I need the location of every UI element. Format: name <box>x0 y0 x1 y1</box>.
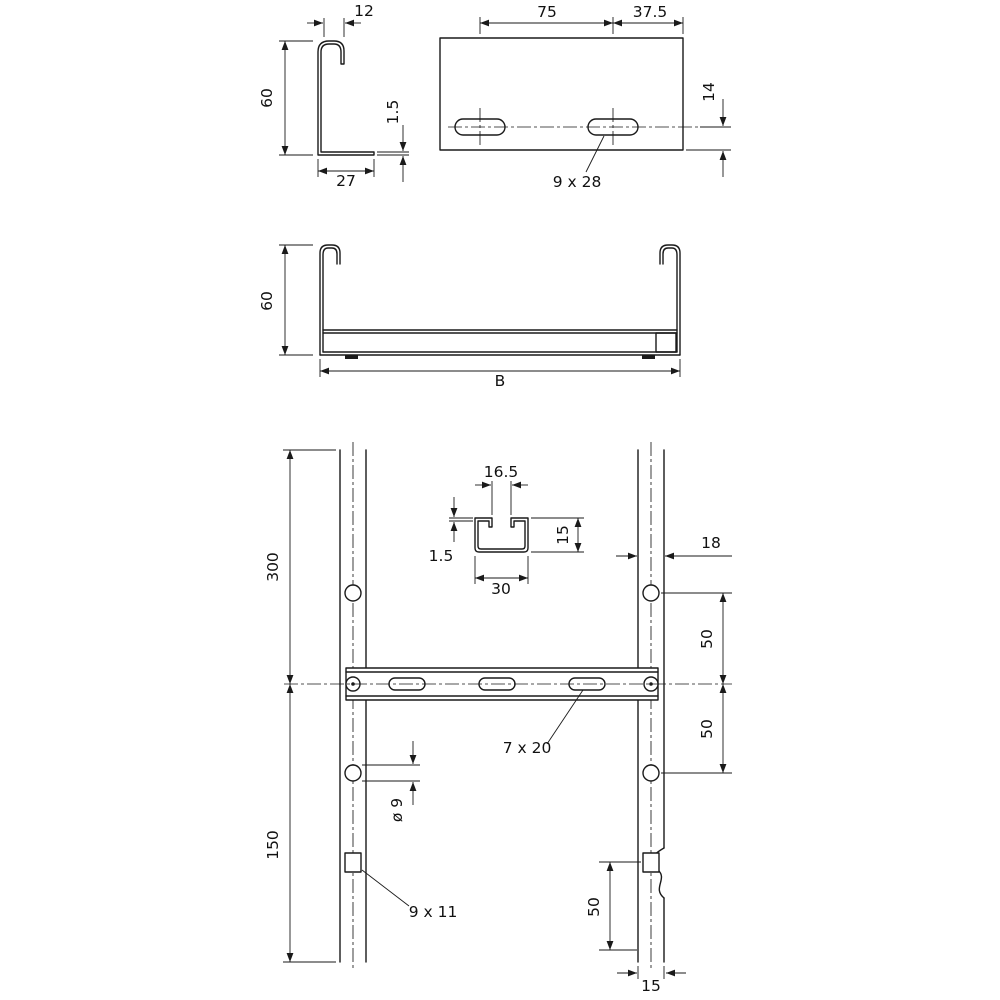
label-rail-slot-size: 9 x 11 <box>361 869 458 921</box>
dim-slot-bottom-offset: 14 <box>686 82 731 177</box>
dim-slot-end-offset: 37.5 <box>613 3 684 34</box>
hole-right-bottom <box>642 764 660 782</box>
dim-rung-opening: 16.5 <box>475 463 528 515</box>
dim-hole-diameter: ø 9 <box>362 741 420 822</box>
dim-label-hook-width: 12 <box>354 2 374 20</box>
figure-cross-section: 60 B <box>258 244 681 390</box>
dim-label-rail-slot-size: 9 x 11 <box>409 903 458 921</box>
dim-label-hole-diameter: ø 9 <box>388 798 406 822</box>
figure-rail-side-view: 75 37.5 14 9 x 28 <box>439 3 731 191</box>
dim-label-rung-opening: 16.5 <box>484 463 519 481</box>
hole-left-bottom <box>344 764 362 782</box>
square-slot-right <box>642 852 660 873</box>
dim-profile-thickness: 1.5 <box>377 100 409 182</box>
hole-right-top <box>642 584 660 602</box>
dim-label-profile-height: 60 <box>258 88 276 108</box>
figure-profile-detail: 12 60 27 1.5 <box>258 2 409 190</box>
dim-hole-to-rung: 50 <box>661 592 732 684</box>
dim-label-rail-width: 15 <box>641 977 661 995</box>
dim-label-flange-width: 27 <box>336 172 356 190</box>
dim-label-slot-to-end: 50 <box>585 897 603 917</box>
figure-plan-view: 300 150 16.5 1.5 30 <box>264 442 732 995</box>
right-foot <box>642 355 655 359</box>
dim-rail-flange-width: 18 <box>616 534 732 560</box>
dim-label-rung-height: 15 <box>554 525 572 545</box>
rung-profile-detail <box>474 517 529 553</box>
dim-rail-width: 15 <box>617 966 686 995</box>
dim-profile-flange-width: 27 <box>317 159 375 190</box>
dim-label-rail-flange-width: 18 <box>701 534 721 552</box>
dim-label-hole-to-rung: 50 <box>698 629 716 649</box>
dim-rung-width: 30 <box>474 556 529 598</box>
hole-left-top <box>344 584 362 602</box>
label-rung-slot-size: 7 x 20 <box>503 689 584 757</box>
dim-label-lower-length: 150 <box>264 830 282 860</box>
dim-label-upper-length: 300 <box>264 552 282 582</box>
dim-rung-thickness: 1.5 <box>429 497 473 565</box>
dim-label-slot-size: 9 x 28 <box>553 173 602 191</box>
dim-lower-length: 150 <box>264 684 336 963</box>
dim-label-rung-to-hole: 50 <box>698 719 716 739</box>
dim-label-slot-pitch: 75 <box>537 3 557 21</box>
dim-slot-to-end: 50 <box>585 861 641 951</box>
left-foot <box>345 355 358 359</box>
dim-slot-pitch: 75 <box>479 3 614 34</box>
dim-label-section-width: B <box>495 372 506 390</box>
dim-upper-length: 300 <box>264 449 336 684</box>
dim-label-section-height: 60 <box>258 291 276 311</box>
dim-rung-height: 15 <box>531 517 584 553</box>
dim-profile-hook-width: 12 <box>307 2 374 37</box>
dim-label-rung-thickness: 1.5 <box>429 547 454 565</box>
dim-profile-height: 60 <box>258 40 313 156</box>
dim-label-slot-bottom-offset: 14 <box>700 82 718 102</box>
dim-rung-to-hole: 50 <box>661 684 732 774</box>
square-slot-left <box>344 852 362 873</box>
rung-end-detail <box>655 332 677 353</box>
dim-section-width: B <box>319 359 681 390</box>
dim-section-height: 60 <box>258 244 313 356</box>
dim-label-thickness: 1.5 <box>384 100 402 125</box>
right-rail-section <box>659 244 681 356</box>
dim-label-rung-slot-size: 7 x 20 <box>503 739 552 757</box>
profile-outline <box>317 40 375 156</box>
dim-label-slot-end-offset: 37.5 <box>633 3 668 21</box>
label-slot-size: 9 x 28 <box>553 135 605 191</box>
dim-label-rung-width: 30 <box>491 580 511 598</box>
left-rail-section <box>319 244 341 356</box>
